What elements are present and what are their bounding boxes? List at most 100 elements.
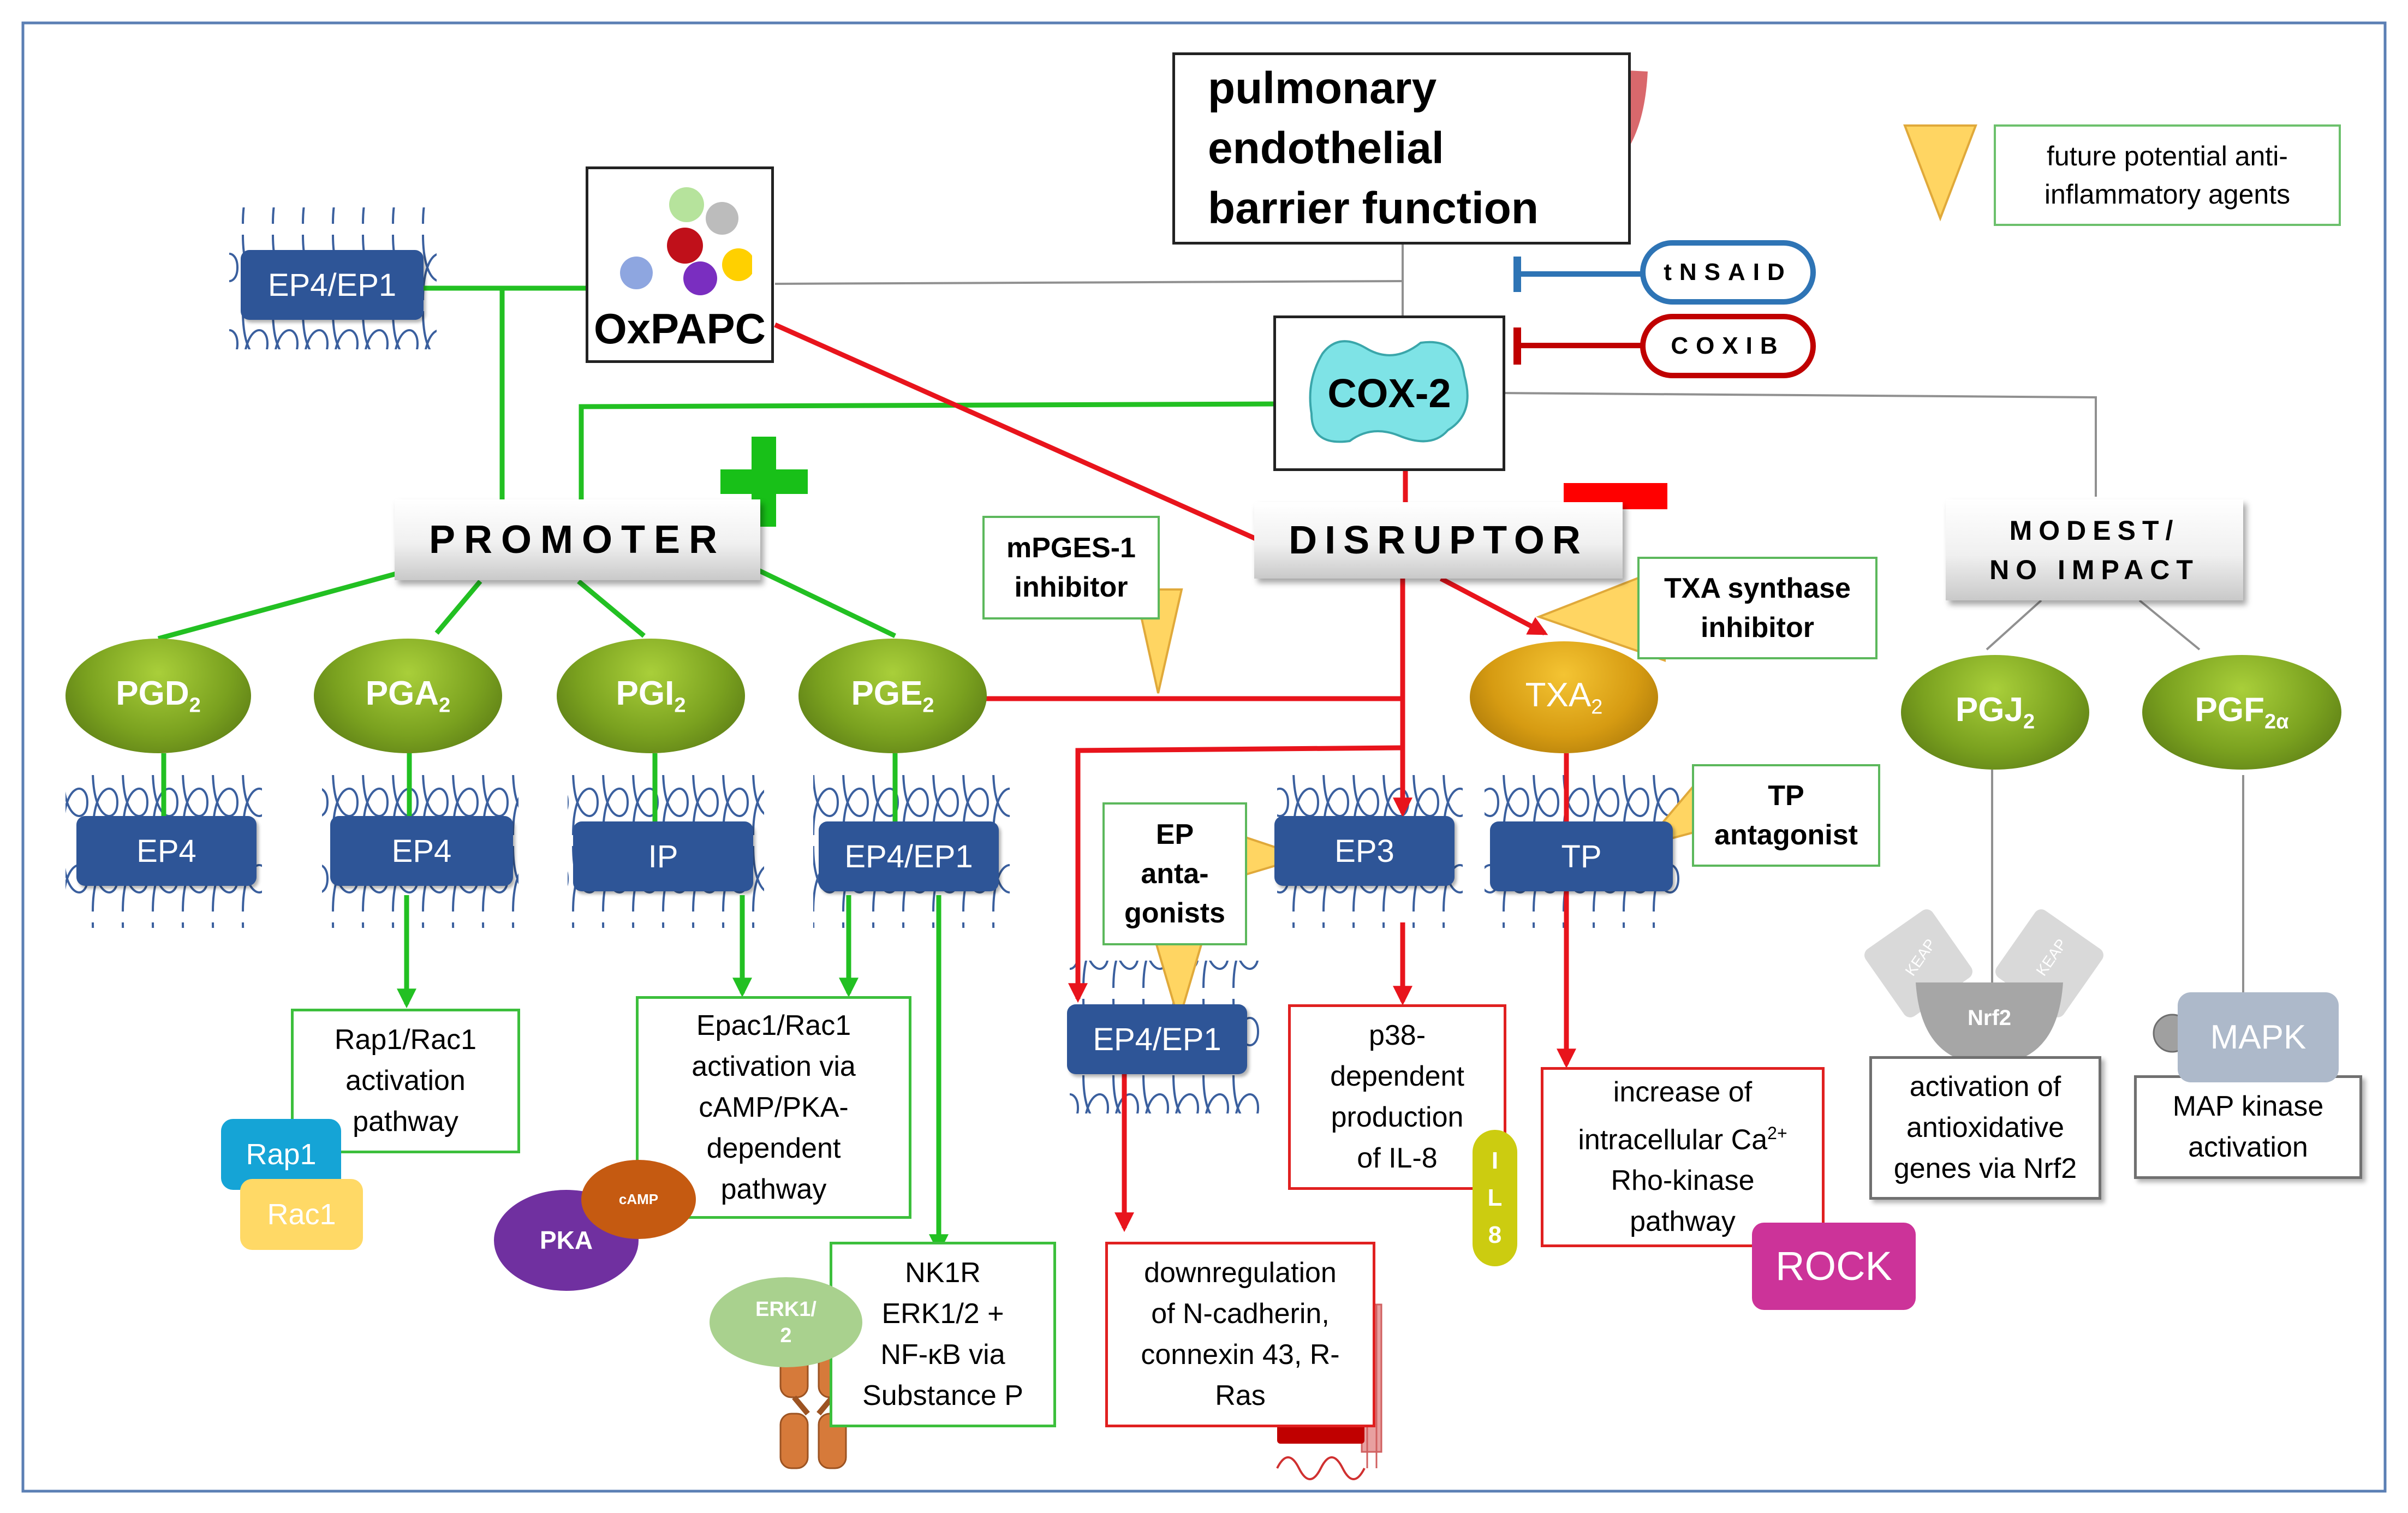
- legend-box: future potential anti- inflammatory agen…: [1994, 124, 2341, 226]
- receptor-ep4-pgd2: EP4: [76, 816, 257, 886]
- mpges-line-2: inhibitor: [1014, 571, 1128, 603]
- mapk-act-line-1: MAP kinase: [2172, 1091, 2324, 1122]
- title-line-1: pulmonary: [1208, 63, 1437, 113]
- mapk-label: MAPK: [2210, 1018, 2306, 1056]
- tnsaid-pill: tNSAID: [1640, 240, 1816, 305]
- cadherin-line-1: downregulation: [1144, 1257, 1337, 1289]
- receptor-ep4ep1-top-label: EP4/EP1: [267, 267, 397, 303]
- txa2-oval: TXA2: [1470, 641, 1658, 753]
- cox2-label: COX-2: [1327, 371, 1451, 416]
- rap1-badge: Rap1: [221, 1119, 341, 1190]
- pgd2-oval: PGD2: [65, 639, 251, 753]
- rock-badge: ROCK: [1752, 1223, 1916, 1310]
- p38-line-1: p38-: [1368, 1020, 1426, 1051]
- receptor-ep4ep1-top: EP4/EP1: [241, 250, 424, 320]
- p38-line-2: dependent: [1330, 1061, 1464, 1092]
- pgf2a-sub: 2α: [2264, 710, 2289, 734]
- receptor-ep4-pgd2-label: EP4: [136, 833, 196, 869]
- nk1r-line-4: Substance P: [862, 1380, 1023, 1411]
- disruptor-connectors: [774, 322, 1576, 1232]
- pgj2-label: PGJ: [1955, 691, 2023, 729]
- modest-label-1: MODEST/: [2009, 515, 2180, 546]
- camp-label: cAMP: [618, 1191, 659, 1207]
- lipid-spheres-icon: [620, 187, 752, 295]
- pge2-oval: PGE2: [798, 639, 987, 753]
- receptor-ep3-label: EP3: [1334, 833, 1394, 869]
- erk-badge: ERK1/2: [710, 1277, 862, 1367]
- receptor-ep4ep1-disruptor-label: EP4/EP1: [1093, 1021, 1221, 1057]
- pgj2-oval: PGJ2: [1901, 655, 2089, 770]
- rap-rac-line-3: pathway: [353, 1106, 458, 1137]
- pge2-label: PGE: [851, 675, 923, 713]
- pgf2a-oval: PGF2α: [2142, 655, 2341, 770]
- keap-nrf2-icon: KEAP KEAP: [1864, 909, 2103, 1064]
- cadherin-line-2: of N-cadherin,: [1151, 1298, 1330, 1330]
- pgi2-oval: PGI2: [557, 639, 745, 753]
- oxpapc-label: OxPAPC: [594, 305, 766, 353]
- txa2-label: TXA: [1525, 676, 1592, 714]
- nk1r-line-3: NF-κB via: [880, 1339, 1005, 1371]
- pgd2-label: PGD: [116, 675, 189, 713]
- il8-label-3: 8: [1488, 1222, 1502, 1248]
- epac-line-4: dependent: [706, 1132, 841, 1164]
- calcium-line-4: pathway: [1630, 1206, 1736, 1238]
- il8-label-1: I: [1491, 1147, 1499, 1174]
- disruptor-banner: DISRUPTOR: [1254, 502, 1623, 579]
- title-line-3: barrier function: [1208, 183, 1539, 233]
- nrf2-line-1: activation of: [1909, 1071, 2061, 1103]
- pgi2-sub: 2: [674, 694, 686, 717]
- epac-line-5: pathway: [720, 1173, 827, 1205]
- receptor-ep4ep1-disruptor: EP4/EP1: [1067, 1004, 1247, 1074]
- erk-label-2: 2: [780, 1324, 792, 1347]
- receptor-ep4-pga2-label: EP4: [391, 833, 452, 869]
- coxib-label: COXIB: [1671, 332, 1785, 359]
- calcium-line-1: increase of: [1613, 1076, 1753, 1108]
- ep-line-3: gonists: [1124, 897, 1225, 929]
- promoter-connectors: [157, 285, 1278, 1254]
- nk1r-line-1: NK1R: [905, 1257, 981, 1289]
- receptor-tp: TP: [1490, 821, 1673, 891]
- inhibition-lines: [1513, 257, 1643, 365]
- legend-line-1: future potential anti-: [2047, 141, 2288, 171]
- txa-line-2: inhibitor: [1701, 612, 1814, 644]
- title-line-2: endothelial: [1208, 123, 1444, 173]
- neutral-connectors: [774, 240, 2244, 999]
- cox2-enzyme-icon: [1309, 340, 1469, 443]
- pga2-oval: PGA2: [314, 639, 502, 753]
- receptor-ep4ep1-pge2: EP4/EP1: [819, 821, 999, 891]
- camp-badge: cAMP: [581, 1160, 696, 1239]
- legend-triangle-icon: [1903, 124, 1977, 222]
- calcium-sup: 2+: [1767, 1123, 1787, 1143]
- title-box: pulmonary endothelial barrier function: [1172, 52, 1631, 245]
- modest-banner: MODEST/ NO IMPACT: [1946, 499, 2243, 600]
- promoter-banner: PROMOTER: [395, 499, 760, 580]
- epac-line-2: activation via: [692, 1050, 856, 1082]
- receptor-ep4ep1-pge2-label: EP4/EP1: [844, 838, 973, 874]
- epac-line-3: cAMP/PKA-: [699, 1091, 849, 1123]
- outer-frame: [21, 21, 2387, 1493]
- nk1r-line-2: ERK1/2 +: [881, 1298, 1004, 1330]
- tnsaid-label: tNSAID: [1664, 259, 1792, 285]
- cadherin-line-4: Ras: [1215, 1380, 1266, 1411]
- calcium-outcome-box: increase of intracellular Ca2+ Rho-kinas…: [1541, 1067, 1825, 1247]
- pgj2-sub: 2: [2023, 710, 2035, 734]
- disruptor-label: DISRUPTOR: [1289, 519, 1588, 562]
- pgi2-label: PGI: [616, 675, 675, 713]
- mpges-line-1: mPGES-1: [1006, 532, 1136, 564]
- receptor-ep3: EP3: [1274, 816, 1455, 886]
- txa2-sub: 2: [1591, 695, 1603, 719]
- il8-label-2: L: [1487, 1184, 1503, 1211]
- pgd2-sub: 2: [189, 694, 201, 717]
- calcium-line-3: Rho-kinase: [1611, 1165, 1755, 1197]
- pga2-label: PGA: [365, 675, 439, 713]
- modest-label-2: NO IMPACT: [1989, 554, 2200, 585]
- pgf2a-label: PGF: [2195, 691, 2264, 729]
- epac-line-1: Epac1/Rac1: [696, 1009, 851, 1041]
